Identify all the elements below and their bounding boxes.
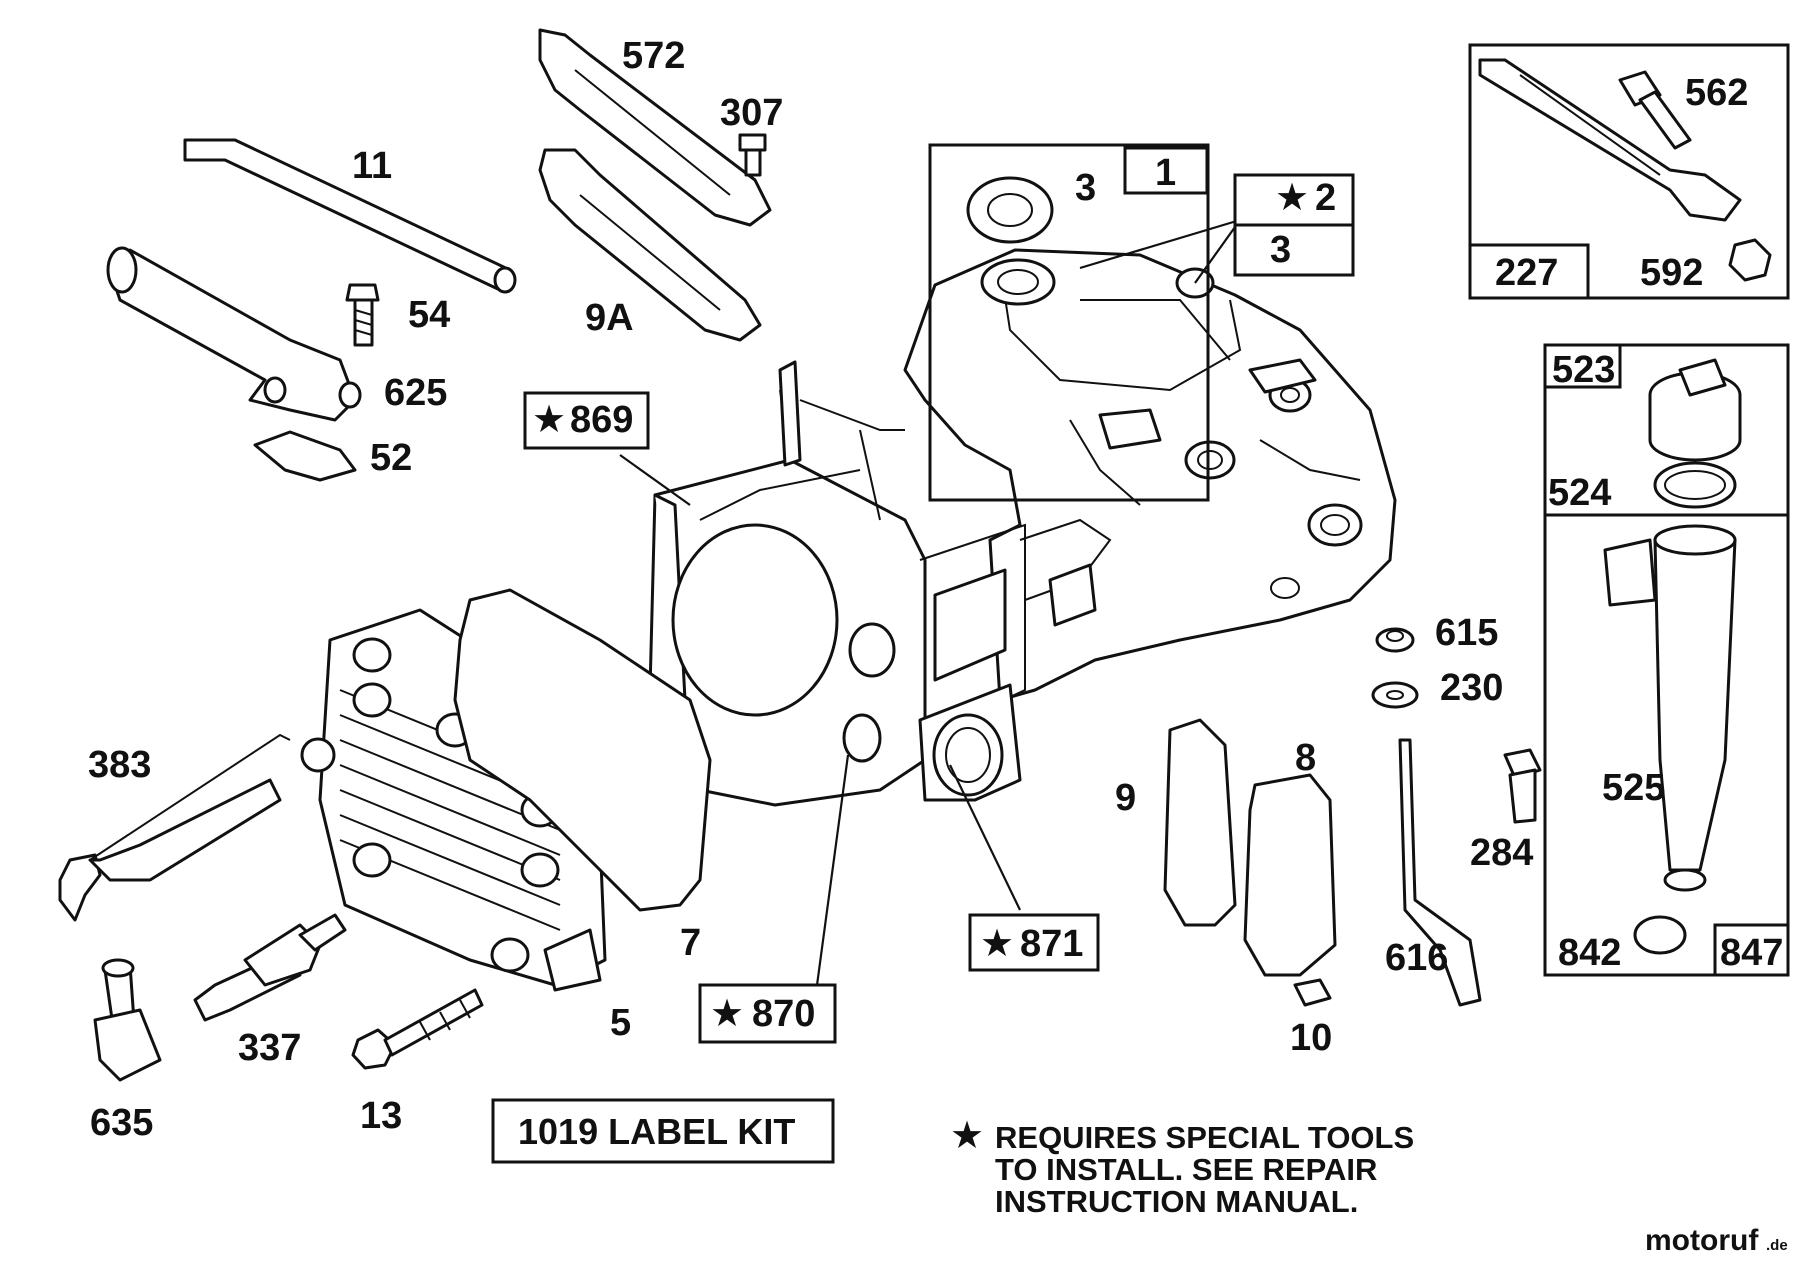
part-label-1: 1 — [1155, 152, 1176, 194]
watermark-suffix: .de — [1766, 1237, 1788, 1254]
part-label-524: 524 — [1548, 472, 1611, 514]
head-gasket-drawing — [453, 588, 712, 912]
gasket-9-drawing — [1163, 718, 1237, 927]
nut-592-drawing — [1728, 238, 1772, 282]
note-star: ★ — [950, 1115, 984, 1157]
star-869: ★ — [532, 399, 566, 441]
intake-elbow-drawing — [106, 246, 362, 422]
part-label-284: 284 — [1470, 832, 1533, 874]
part-labels: 572 307 11 9A 54 625 52 3 1 3 562 227 59… — [88, 35, 1783, 1144]
spark-plug-wrench-drawing — [58, 733, 291, 922]
part-label-562: 562 — [1685, 72, 1748, 114]
part-label-615: 615 — [1435, 612, 1498, 654]
screw-562-drawing — [1618, 70, 1692, 150]
part-label-525: 525 — [1602, 767, 1665, 809]
part-label-847: 847 — [1720, 932, 1783, 974]
part-label-13: 13 — [360, 1095, 402, 1137]
watermark: motoruf .de — [1645, 1224, 1788, 1257]
washer-615-drawing — [1375, 627, 1415, 653]
label-kit-box — [491, 1098, 835, 1164]
part-label-592: 592 — [1640, 252, 1703, 294]
oil-seal-drawing — [966, 176, 1054, 244]
part-label-11: 11 — [352, 145, 392, 187]
screw-54-drawing — [345, 283, 380, 347]
star-870: ★ — [710, 993, 744, 1035]
part-label-230: 230 — [1440, 667, 1503, 709]
part-label-842: 842 — [1558, 932, 1621, 974]
washer-230-drawing — [1371, 681, 1419, 709]
part-label-870: 870 — [752, 993, 815, 1035]
part-label-871: 871 — [1020, 923, 1083, 965]
watermark-brand: motoruf — [1645, 1224, 1759, 1257]
part-label-227: 227 — [1495, 252, 1558, 294]
part-label-616: 616 — [1385, 937, 1448, 979]
dipstick-cap-drawing — [1648, 358, 1742, 509]
o-ring-842-drawing — [1633, 915, 1687, 955]
part-label-3b: 3 — [1270, 229, 1291, 271]
part-label-2: 2 — [1315, 177, 1336, 219]
gasket-572-drawing — [538, 28, 772, 227]
special-tools-note: ★ REQUIRES SPECIAL TOOLS TO INSTALL. SEE… — [950, 1115, 1414, 1219]
gasket-52-drawing — [253, 430, 357, 482]
bolt-13-drawing — [351, 988, 484, 1070]
part-label-572: 572 — [622, 35, 685, 77]
part-label-3a: 3 — [1075, 167, 1096, 209]
note-line-2: TO INSTALL. SEE REPAIR — [995, 1152, 1377, 1187]
gasket-9a-drawing — [538, 148, 762, 342]
part-label-7: 7 — [680, 922, 701, 964]
screw-307-drawing — [738, 133, 767, 177]
part-label-10: 10 — [1290, 1017, 1332, 1059]
part-label-307: 307 — [720, 92, 783, 134]
engine-block-drawing — [648, 248, 1397, 807]
part-label-869: 869 — [570, 399, 633, 441]
part-label-383: 383 — [88, 744, 151, 786]
note-line-3: INSTRUCTION MANUAL. — [995, 1184, 1358, 1219]
part-label-9: 9 — [1115, 777, 1136, 819]
label-kit-text: 1019 LABEL KIT — [518, 1111, 795, 1152]
part-label-9a: 9A — [585, 297, 634, 339]
part-label-337: 337 — [238, 1027, 301, 1069]
part-label-625: 625 — [384, 372, 447, 414]
note-line-1: REQUIRES SPECIAL TOOLS — [995, 1120, 1414, 1155]
part-label-635: 635 — [90, 1102, 153, 1144]
part-label-52: 52 — [370, 437, 412, 479]
star-2: ★ — [1275, 177, 1309, 219]
part-label-8: 8 — [1295, 737, 1316, 779]
part-label-54: 54 — [408, 294, 450, 336]
breather-tube-drawing — [183, 138, 517, 294]
spark-plug-drawing — [193, 913, 347, 1022]
elbow-635-drawing — [93, 958, 162, 1082]
star-871: ★ — [980, 923, 1014, 965]
part-label-523: 523 — [1552, 349, 1615, 391]
screw-10-drawing — [1293, 978, 1332, 1007]
dipstick-tube-drawing — [1603, 524, 1737, 892]
cover-8-drawing — [1243, 773, 1337, 977]
fitting-284-drawing — [1503, 748, 1542, 824]
part-label-5: 5 — [610, 1002, 631, 1044]
link-616-drawing — [1398, 738, 1482, 1007]
